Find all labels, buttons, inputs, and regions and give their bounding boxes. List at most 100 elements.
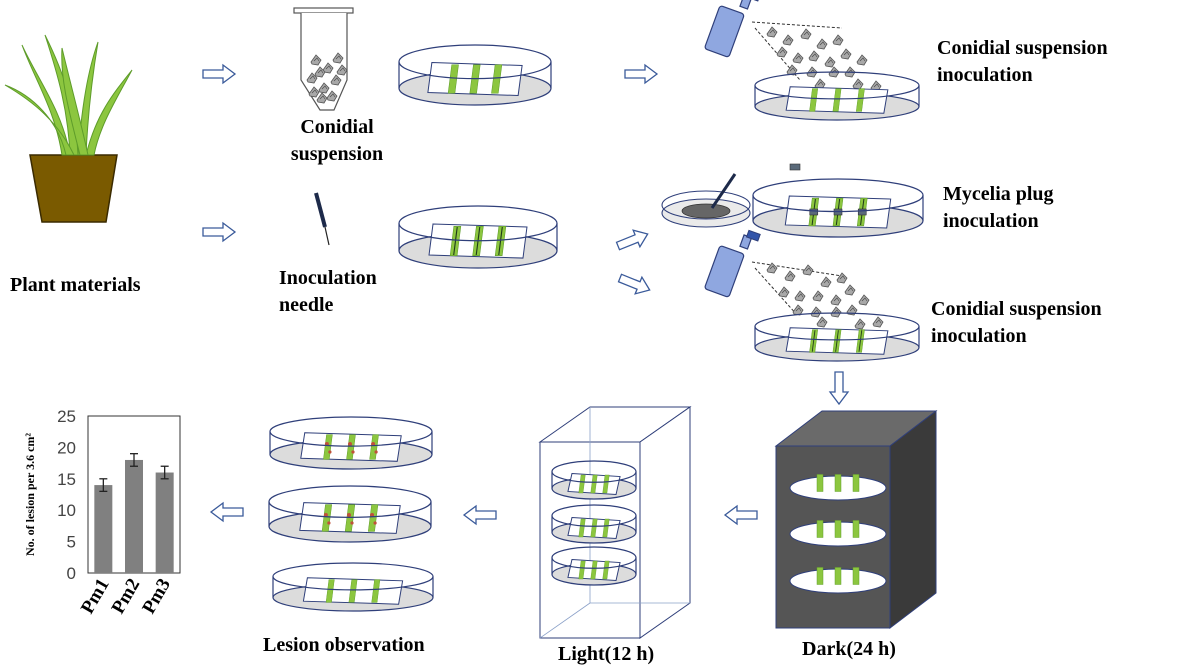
conidium (830, 306, 842, 318)
light-dish (551, 546, 637, 586)
conidium (782, 34, 794, 46)
plug-needle (710, 173, 737, 209)
dish-rim (268, 485, 432, 518)
conidial-inoculation-mid-line-2: inoculation (931, 325, 1027, 347)
arrow-to-conidial-mid (615, 269, 654, 299)
arrow-plant-to-suspension (202, 64, 236, 84)
conidium (812, 290, 824, 302)
light-dish (551, 460, 637, 500)
conidium (802, 264, 814, 276)
conidial-inoculation-top-line-2: inoculation (937, 64, 1033, 86)
lesion-spot (347, 513, 351, 517)
inoculation-needle (314, 192, 330, 246)
dish-conidial-mid (754, 312, 920, 362)
dish-conidial-top (754, 71, 920, 121)
dish-lesion-1 (269, 416, 433, 470)
plant-illustration (4, 34, 133, 223)
needle-tip (324, 226, 330, 246)
arrow-to-mycelia (613, 225, 652, 255)
spray-top (703, 0, 882, 92)
conidium (844, 284, 856, 296)
conidial-tube (293, 7, 354, 111)
plant-materials-text: Plant materials (10, 274, 141, 296)
conidium (766, 26, 778, 38)
arrow-light-to-lesion (463, 505, 497, 525)
spray-bottle (703, 0, 761, 59)
y-tick-label: 0 (67, 564, 76, 583)
conidial-suspension-line-1: Conidial (300, 116, 374, 138)
plate-rim (661, 190, 751, 220)
conidium (784, 270, 796, 282)
arrow-lesion-to-chart (210, 502, 244, 522)
lesion-spot (373, 521, 377, 525)
tube-body (300, 13, 348, 111)
conidium (858, 294, 870, 306)
tube-cap (293, 7, 354, 14)
conidium (810, 306, 822, 318)
lesion-spot (374, 450, 378, 454)
leaf-segment (834, 567, 842, 585)
leaf-segment (852, 474, 860, 492)
mycelia-plug (857, 208, 867, 216)
dish-leaves-top (398, 44, 552, 106)
lesion-spot (370, 513, 375, 517)
conidium (854, 318, 866, 330)
lesion-spot (351, 450, 355, 454)
conidium (856, 54, 868, 66)
arrow-to-conidial-inoculation (624, 64, 658, 84)
conidium (794, 290, 806, 302)
conidium (816, 316, 828, 328)
inoculation-needle-line-2: needle (279, 294, 334, 316)
arrow-plant-to-needle (202, 222, 236, 242)
conidial-inoculation-mid-label: Conidial suspension inoculation (931, 296, 1102, 350)
dish-rim (551, 504, 637, 527)
conidium (792, 304, 804, 316)
dish-needle (398, 205, 558, 269)
conidial-inoculation-mid-line-1: Conidial suspension (931, 298, 1102, 320)
mycelia-plate (661, 173, 751, 228)
conidial-inoculation-top-label: Conidial suspension inoculation (937, 35, 1108, 89)
spray-bottle (703, 229, 761, 299)
conidium (872, 316, 884, 328)
arrow-down-to-dark (829, 371, 849, 405)
x-tick-label: Pm1 (77, 575, 114, 617)
lesion-spot (328, 450, 332, 454)
dark-box-side (889, 409, 937, 630)
conidial-inoculation-top-line-1: Conidial suspension (937, 37, 1108, 59)
plant-leaf (4, 84, 75, 156)
needle-handle (314, 192, 327, 228)
conidium (832, 34, 844, 46)
dish-rim (754, 71, 920, 100)
y-tick-label: 25 (57, 407, 76, 426)
conidium (816, 38, 828, 50)
dish-lesion-2 (268, 485, 432, 543)
conidium (800, 28, 812, 40)
light-dish (551, 504, 637, 544)
light-label: Light(12 h) (558, 641, 654, 668)
dish-rim (272, 562, 434, 591)
plant-leaf (21, 44, 71, 156)
plant-materials-label: Plant materials (10, 272, 141, 299)
spray-line (754, 267, 799, 317)
inoculation-needle-line-1: Inoculation (279, 267, 377, 289)
conidial-suspension-label: Conidial suspension (287, 114, 387, 168)
y-axis-label: No. of lesion per 3.6 cm² (23, 433, 37, 556)
dish-rim (398, 44, 552, 80)
dish-rim (269, 416, 433, 447)
plant-leaf (85, 69, 133, 156)
light-box-back-edge (539, 602, 591, 639)
conidium (776, 46, 788, 58)
plant-leaf (77, 41, 99, 156)
bar (125, 459, 143, 573)
mycelia-plug-falling (789, 163, 801, 171)
leaf-segment (852, 520, 860, 538)
lesion-observation-label: Lesion observation (263, 632, 425, 659)
bar (155, 472, 174, 573)
conidium (778, 286, 790, 298)
dark-chamber (774, 409, 938, 630)
light-text: Light(12 h) (558, 643, 655, 665)
leaf-segment (816, 567, 824, 585)
y-tick-label: 10 (57, 501, 76, 520)
